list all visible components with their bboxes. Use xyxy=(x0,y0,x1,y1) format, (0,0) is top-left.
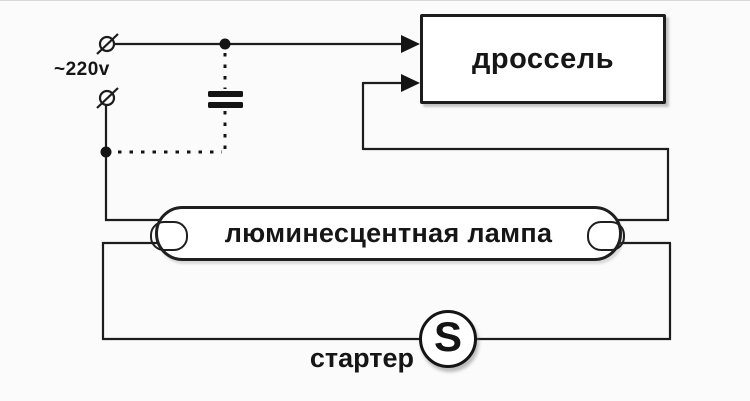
lamp-electrode-right-icon xyxy=(587,221,625,251)
junction-dot-top xyxy=(219,38,231,50)
capacitor-icon xyxy=(208,91,243,108)
supply-voltage-label: ~220v xyxy=(54,59,110,80)
starter-circle: S xyxy=(419,310,477,368)
terminal-top-icon xyxy=(96,33,119,55)
terminal-bottom-icon xyxy=(96,87,119,109)
lamp-label: люминесцентная лампа xyxy=(224,218,553,248)
lamp-electrode-left-icon xyxy=(150,221,188,251)
starter-symbol: S xyxy=(433,313,462,360)
starter-label: стартер xyxy=(309,343,414,373)
ballast-box: дроссель xyxy=(420,14,666,104)
lamp-body: люминесцентная лампа xyxy=(155,206,622,261)
junction-dot-left xyxy=(100,146,112,158)
arrowhead-bottom-icon xyxy=(401,74,420,92)
arrowhead-top-icon xyxy=(401,35,420,53)
ballast-label: дроссель xyxy=(471,42,615,75)
